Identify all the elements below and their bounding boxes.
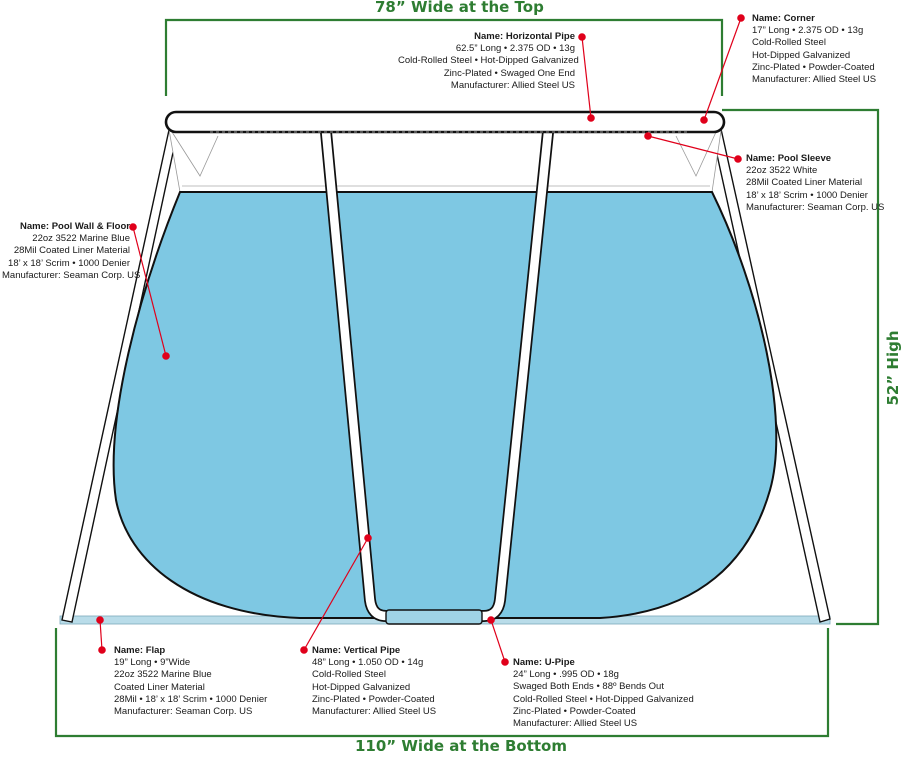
callout-line: 22oz 3522 Marine Blue <box>32 233 130 245</box>
callout-title: Pool Sleeve <box>777 153 832 164</box>
callout-prefix: Name: <box>114 645 144 656</box>
callout-prefix: Name: <box>20 221 50 232</box>
callout-line: 22oz 3522 White <box>746 165 818 177</box>
callout-line: Cold-Rolled Steel • Hot-Dipped Galvanize… <box>398 55 579 67</box>
callout-line: 48” Long • 1.050 OD • 14g <box>312 657 424 669</box>
callout-title: Vertical Pipe <box>343 645 401 656</box>
callout-line: Zinc-Plated • Powder-Coated <box>513 705 636 717</box>
callout-line: Zinc-Plated • Powder-Coated <box>312 693 435 705</box>
callout-u-pipe: Name: U-Pipe 24” Long • .995 OD • 18g Sw… <box>513 657 694 730</box>
callout-prefix: Name: <box>474 31 504 42</box>
callout-line: 19” Long • 9”Wide <box>114 657 191 669</box>
callout-prefix: Name: <box>752 13 782 24</box>
pointer-corner <box>703 17 742 121</box>
top-width-bracket <box>164 18 724 96</box>
callout-title: Pool Wall & Floor <box>51 221 130 232</box>
callout-line: Manufacturer: Allied Steel US <box>450 79 575 91</box>
callout-title: Flap <box>145 645 166 656</box>
right-gusset <box>675 131 717 177</box>
callout-line: Hot-Dipped Galvanized <box>312 681 411 693</box>
callout-line: 28Mil • 18’ x 18’ Scrim • 1000 Denier <box>114 693 268 705</box>
callout-prefix: Name: <box>746 153 776 164</box>
horizontal-pipe <box>164 110 726 134</box>
u-pipe <box>385 609 483 625</box>
callout-line: Manufacturer: Allied Steel US <box>312 706 437 718</box>
callout-pool-wall-floor: Name: Pool Wall & Floor 22oz 3522 Marine… <box>2 221 141 282</box>
callout-line: Zinc-Plated • Swaged One End <box>443 67 575 79</box>
callout-line: 17” Long • 2.375 OD • 13g <box>752 25 864 37</box>
pointer-flap <box>99 619 103 651</box>
callout-prefix: Name: <box>312 645 342 656</box>
callout-pool-sleeve: Name: Pool Sleeve 22oz 3522 White 28Mil … <box>746 153 884 214</box>
callout-title: U-Pipe <box>544 657 575 668</box>
callout-line: Manufacturer: Seaman Corp. US <box>2 269 141 281</box>
bottom-width-bracket <box>54 628 830 738</box>
corner-gussets <box>171 131 717 177</box>
callout-line: Manufacturer: Seaman Corp. US <box>746 201 885 213</box>
callout-line: Manufacturer: Allied Steel US <box>513 718 638 730</box>
callout-line: Cold-Rolled Steel <box>312 669 386 681</box>
pointer-horizontal-pipe <box>581 36 592 119</box>
callout-pointers <box>96 14 745 666</box>
callout-vertical-pipe: Name: Vertical Pipe 48” Long • 1.050 OD … <box>312 645 436 718</box>
callout-line: 28Mil Coated Liner Material <box>746 177 863 189</box>
callout-line: 62.5” Long • 2.375 OD • 13g <box>455 43 575 55</box>
pointer-u-pipe <box>490 619 506 663</box>
callout-title: Corner <box>783 13 815 24</box>
pool-sleeve <box>167 123 723 193</box>
pointer-pool-wall <box>132 226 167 357</box>
bottom-width-label: 110” Wide at the Bottom <box>355 737 567 755</box>
callout-line: Coated Liner Material <box>114 681 205 693</box>
callout-line: 24” Long • .995 OD • 18g <box>513 669 619 681</box>
callout-flap: Name: Flap 19” Long • 9”Wide 22oz 3522 M… <box>114 645 267 718</box>
u-pipe-assembly <box>320 131 554 625</box>
callout-line: Swaged Both Ends • 88º Bends Out <box>513 681 664 693</box>
callout-line: Cold-Rolled Steel • Hot-Dipped Galvanize… <box>513 693 694 705</box>
callout-line: 22oz 3522 Marine Blue <box>114 669 212 681</box>
dimension-brackets <box>54 18 880 738</box>
height-label: 52” High <box>884 330 902 406</box>
pool-wall-floor <box>112 191 778 619</box>
vertical-pipe-right-fill <box>470 131 553 621</box>
left-gusset <box>171 131 219 177</box>
callout-line: Cold-Rolled Steel <box>752 37 826 49</box>
callout-line: Hot-Dipped Galvanized <box>752 49 851 61</box>
callout-line: 18’ x 18’ Scrim • 1000 Denier <box>746 189 868 201</box>
callout-line: Manufacturer: Seaman Corp. US <box>114 706 253 718</box>
callout-line: 18’ x 18’ Scrim • 1000 Denier <box>8 257 130 269</box>
top-width-label: 78” Wide at the Top <box>375 0 544 16</box>
callout-horizontal-pipe: Name: Horizontal Pipe 62.5” Long • 2.375… <box>398 31 579 92</box>
callout-title: Horizontal Pipe <box>505 31 575 42</box>
callout-prefix: Name: <box>513 657 543 668</box>
callout-line: Zinc-Plated • Powder-Coated <box>752 61 875 73</box>
height-bracket <box>722 108 880 626</box>
callout-line: Manufacturer: Allied Steel US <box>752 74 877 86</box>
pointer-pool-sleeve <box>647 135 739 160</box>
pointer-vertical-pipe <box>303 537 369 651</box>
callout-line: 28Mil Coated Liner Material <box>13 245 130 257</box>
callout-corner: Name: Corner 17” Long • 2.375 OD • 13g C… <box>752 13 876 86</box>
